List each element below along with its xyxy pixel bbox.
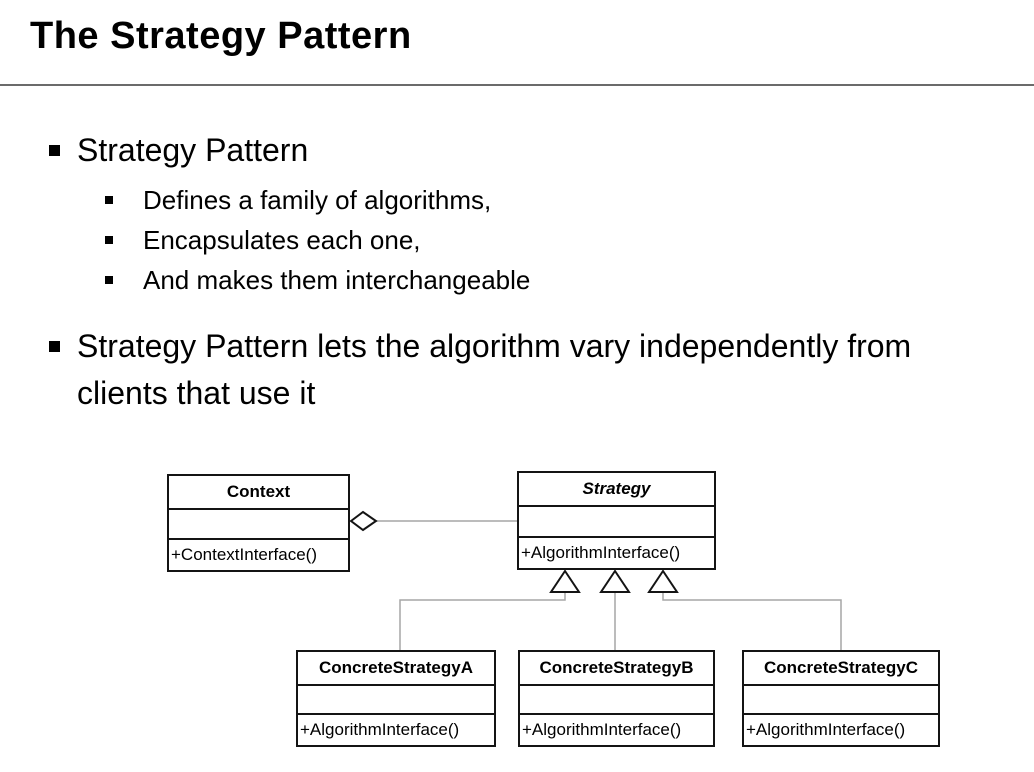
class-name: ConcreteStrategyC	[744, 652, 938, 686]
class-method: +ContextInterface()	[171, 545, 317, 564]
uml-class-concrete-strategy-b: ConcreteStrategyB +AlgorithmInterface()	[518, 650, 715, 747]
class-name: Context	[169, 476, 348, 510]
aggregation-diamond-icon	[349, 510, 378, 532]
sub-bullet-text: And makes them interchangeable	[143, 265, 531, 295]
class-attributes-empty	[520, 686, 713, 715]
inheritance-triangle-icon	[647, 569, 679, 593]
inheritance-triangle-icon	[549, 569, 581, 593]
generalization-line-c	[662, 592, 842, 650]
class-method: +AlgorithmInterface()	[300, 720, 460, 739]
class-method: +AlgorithmInterface()	[522, 720, 682, 739]
class-attributes-empty	[744, 686, 938, 715]
class-name: ConcreteStrategyA	[298, 652, 494, 686]
class-attributes-empty	[298, 686, 494, 715]
uml-class-concrete-strategy-c: ConcreteStrategyC +AlgorithmInterface()	[742, 650, 940, 747]
square-bullet-icon	[105, 236, 113, 244]
inheritance-triangle-icon	[599, 569, 631, 593]
generalization-line-a	[399, 592, 566, 650]
sub-bullet-defines: Defines a family of algorithms,	[105, 180, 491, 220]
bullet-text: Strategy Pattern	[77, 132, 309, 168]
bullet-item-strategy-pattern: Strategy Pattern	[49, 130, 308, 170]
class-attributes-empty	[519, 507, 714, 538]
sub-bullet-encapsulates: Encapsulates each one,	[105, 220, 421, 260]
square-bullet-icon	[49, 145, 60, 156]
sub-bullet-text: Encapsulates each one,	[143, 225, 421, 255]
square-bullet-icon	[49, 341, 60, 352]
class-method: +AlgorithmInterface()	[521, 543, 681, 562]
sub-bullet-interchangeable: And makes them interchangeable	[105, 260, 530, 300]
title-divider	[0, 84, 1034, 86]
sub-bullet-text: Defines a family of algorithms,	[143, 185, 492, 215]
bullet-text: Strategy Pattern lets the algorithm vary…	[77, 328, 912, 411]
class-method: +AlgorithmInterface()	[746, 720, 906, 739]
bullet-item-vary-independently: Strategy Pattern lets the algorithm vary…	[49, 323, 967, 417]
uml-class-strategy: Strategy +AlgorithmInterface()	[517, 471, 716, 570]
class-attributes-empty	[169, 510, 348, 540]
uml-class-concrete-strategy-a: ConcreteStrategyA +AlgorithmInterface()	[296, 650, 496, 747]
uml-class-context: Context +ContextInterface()	[167, 474, 350, 572]
square-bullet-icon	[105, 196, 113, 204]
class-name: ConcreteStrategyB	[520, 652, 713, 686]
class-name: Strategy	[519, 473, 714, 507]
page-title: The Strategy Pattern	[30, 15, 412, 57]
square-bullet-icon	[105, 276, 113, 284]
